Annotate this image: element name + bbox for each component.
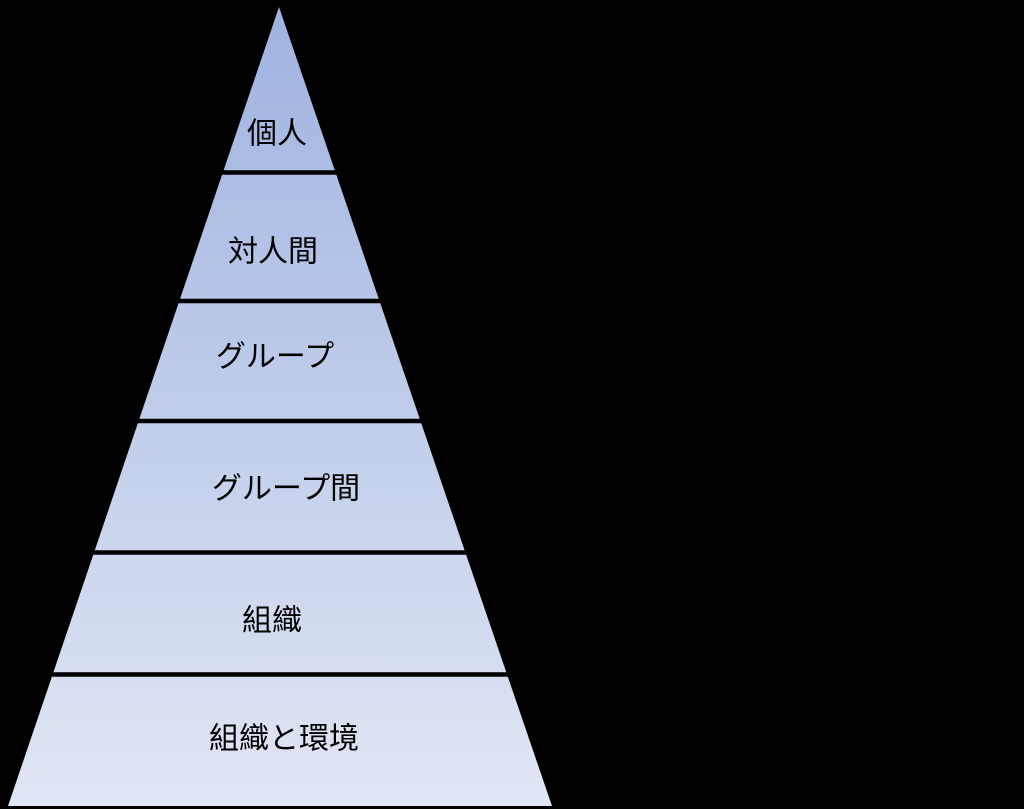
pyramid-level-4-shape xyxy=(94,421,466,552)
pyramid-level-3-shape xyxy=(138,301,421,421)
pyramid-level-2-shape xyxy=(179,172,380,301)
pyramid-level-5-shape xyxy=(52,552,507,674)
pyramid-level-1-label: 個人 xyxy=(247,118,307,151)
pyramid-level-3-label: グループ xyxy=(216,341,334,374)
pyramid-level-2-label: 対人間 xyxy=(228,236,318,269)
pyramid-level-6-shape xyxy=(8,674,552,806)
pyramid-level-6-label: 組織と環境 xyxy=(209,723,359,756)
pyramid-level-5-label: 組織 xyxy=(242,605,302,638)
pyramid-level-4-label: グループ間 xyxy=(212,473,360,506)
pyramid-level-1-shape xyxy=(223,7,336,172)
